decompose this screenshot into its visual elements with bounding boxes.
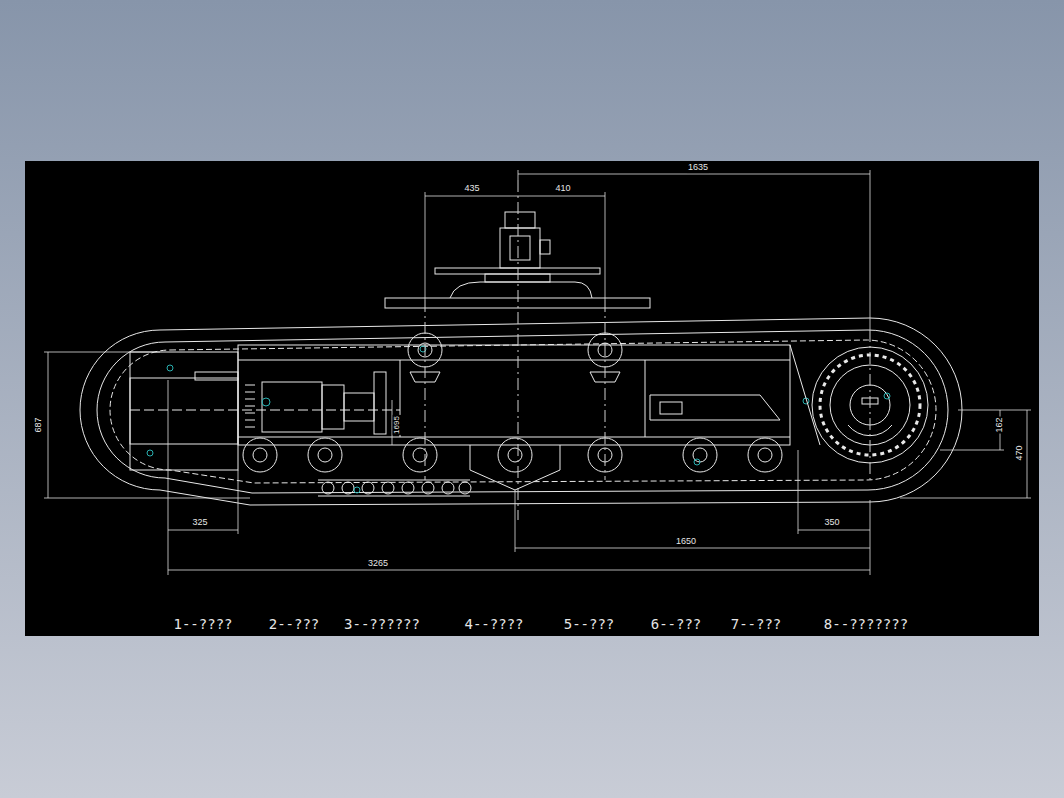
centre-lines <box>425 180 870 520</box>
part-callout: 8--??????? <box>823 617 909 632</box>
dimension-value: 410 <box>554 184 571 194</box>
dimension-value: 3265 <box>367 559 389 569</box>
track-frame <box>238 345 790 490</box>
dimension-value: 1650 <box>675 537 697 547</box>
idler-and-tensioner <box>130 352 400 470</box>
track-outline <box>80 318 962 505</box>
part-callout: 7--??? <box>730 617 783 632</box>
dimension-lines <box>44 170 1031 575</box>
part-callout: 5--??? <box>563 617 616 632</box>
dimension-value: 350 <box>823 518 840 528</box>
dimension-value: 687 <box>34 416 44 433</box>
dimension-value: 470 <box>1015 444 1025 461</box>
drawing-panel <box>25 161 1039 636</box>
part-callout: 6--??? <box>650 617 703 632</box>
track-rollers <box>243 438 782 472</box>
dimension-value: 435 <box>463 184 480 194</box>
track-chain-detail <box>318 480 471 496</box>
carrier-rollers <box>408 333 622 382</box>
part-callout: 4--???? <box>463 617 524 632</box>
dimension-value: 1695 <box>393 415 402 435</box>
part-callout: 2--??? <box>268 617 321 632</box>
dimension-value: 1635 <box>687 163 709 173</box>
dimension-value: 162 <box>995 416 1005 433</box>
sprocket <box>790 345 928 463</box>
part-callout: 3--?????? <box>343 617 421 632</box>
dimension-value: 325 <box>191 518 208 528</box>
part-callout: 1--???? <box>172 617 233 632</box>
